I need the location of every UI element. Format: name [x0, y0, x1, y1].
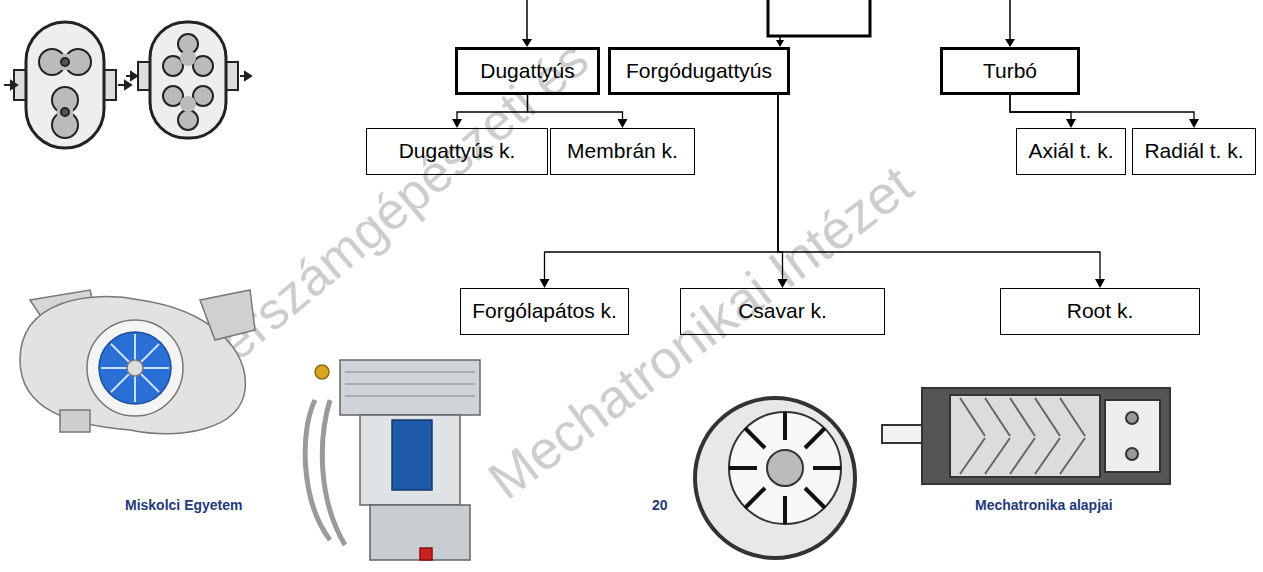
connector-line [457, 95, 528, 120]
box-label: Dugattyús [480, 59, 575, 83]
box-label: Forgódugattyús [626, 59, 772, 83]
type-box: Root k. [1000, 288, 1200, 335]
box-label: Turbó [983, 59, 1037, 83]
tree-connector [778, 95, 1105, 288]
tree-top-fragment [522, 0, 1015, 47]
arrow-head [1095, 279, 1105, 288]
type-box: Radiál t. k. [1132, 128, 1256, 175]
tree-connector [540, 95, 779, 288]
box-label: Forgólapátos k. [472, 299, 617, 323]
page-number: 20 [652, 497, 668, 513]
box-label: Csavar k. [738, 299, 827, 323]
connector-line [528, 95, 623, 120]
tree-connector [528, 95, 628, 128]
type-box: Membrán k. [550, 128, 695, 175]
box-label: Membrán k. [567, 139, 678, 163]
footer-text: Mechatronika alapjai [975, 497, 1113, 513]
tree-connector [1010, 95, 1199, 128]
type-box: Dugattyús k. [366, 128, 548, 175]
arrow-head [778, 279, 788, 288]
connector-line [1010, 95, 1071, 120]
connector-line [1010, 95, 1194, 120]
tree-connector [778, 95, 788, 288]
category-box: Dugattyús [455, 47, 600, 95]
box-label: Dugattyús k. [399, 139, 516, 163]
footer-text: Miskolci Egyetem [125, 497, 243, 513]
roots-blower-two-lobe [4, 22, 131, 148]
roots-blower-three-lobe [126, 22, 251, 138]
vane-compressor [695, 398, 855, 558]
box-label: Axiál t. k. [1028, 139, 1113, 163]
arrow-head [452, 119, 462, 128]
type-box: Axiál t. k. [1016, 128, 1126, 175]
type-box: Csavar k. [680, 288, 885, 335]
box-label: Root k. [1067, 299, 1134, 323]
arrow-head [1189, 119, 1199, 128]
connector-line [778, 95, 1100, 280]
piston-compressor [305, 360, 480, 560]
category-box: Turbó [940, 47, 1080, 95]
box-label: Radiál t. k. [1144, 139, 1243, 163]
connector-line [545, 95, 779, 280]
arrow-head [1066, 119, 1076, 128]
category-box: Forgódugattyús [608, 47, 790, 95]
type-box: Forgólapátos k. [460, 288, 629, 335]
screw-compressor [882, 388, 1170, 484]
turbo-compressor [20, 290, 255, 434]
tree-connector [452, 95, 528, 128]
arrow-head [540, 279, 550, 288]
arrow-head [618, 119, 628, 128]
